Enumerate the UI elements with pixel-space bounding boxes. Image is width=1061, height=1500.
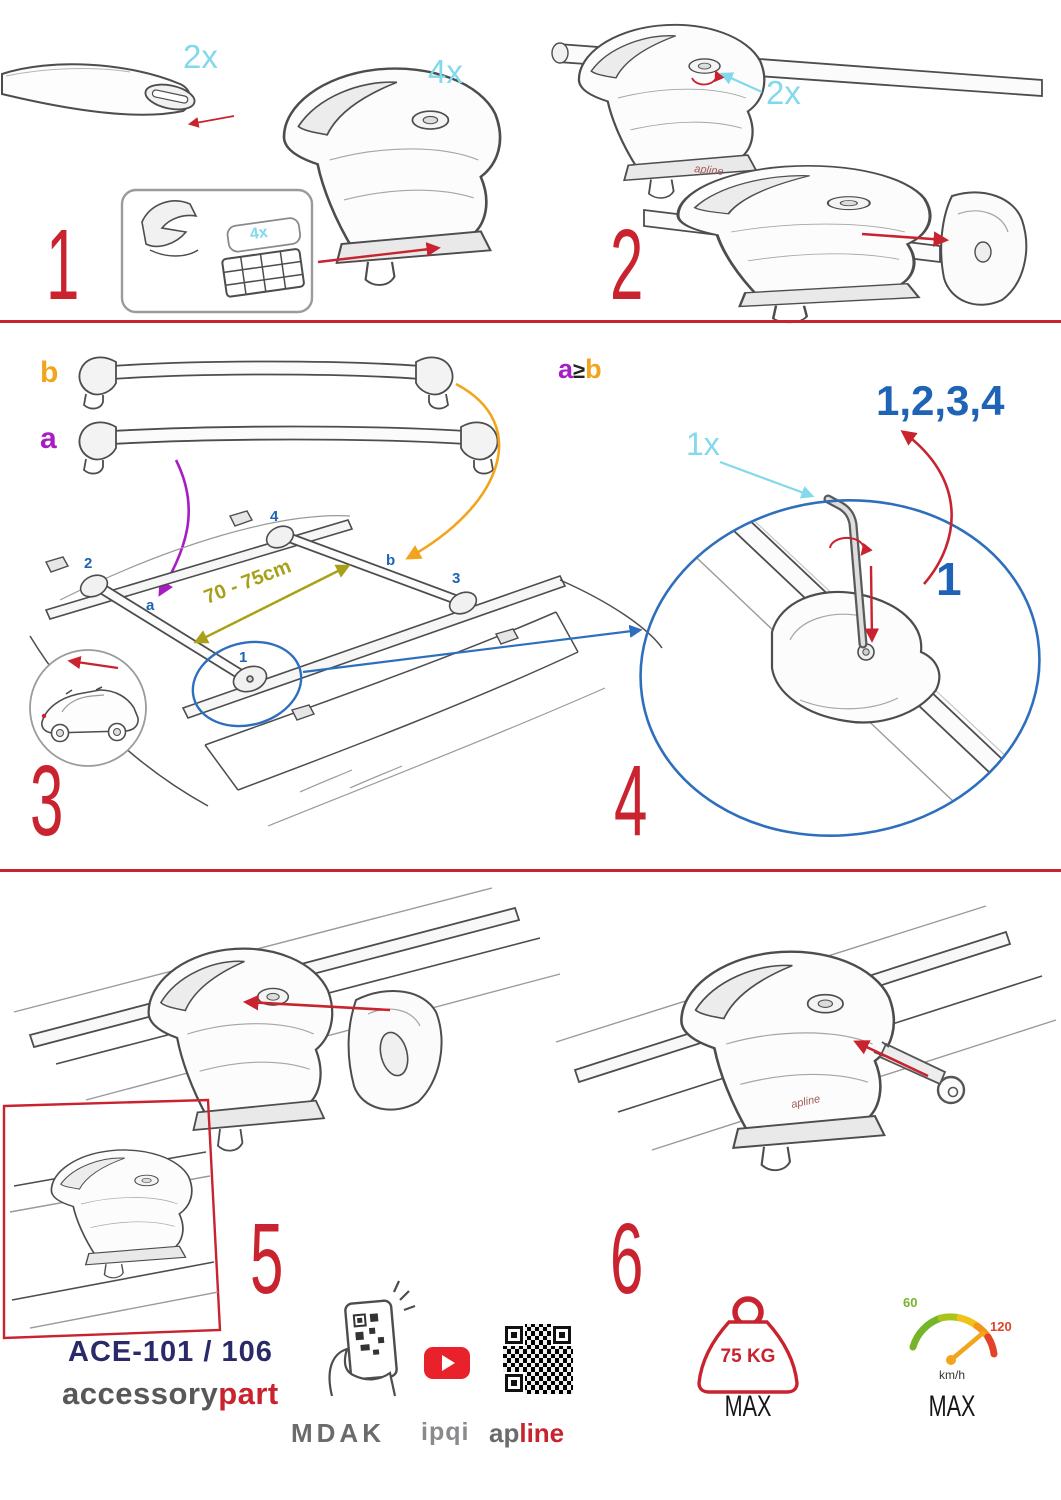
roof-pos-3: 3 [452,570,461,587]
travel-direction-arrow [67,655,119,670]
speed-unit: km/h [938,1368,965,1382]
key-insert-arrow [853,1040,929,1078]
step1-inset [120,188,314,314]
qr-finder-tr [553,1326,571,1344]
step5-number: 5 [250,1203,284,1315]
apline-logo: apline [489,1420,564,1446]
speed-high: 120 [990,1319,1012,1334]
lock-qty-arrow [719,72,763,94]
step5-inset [2,1098,222,1340]
section-divider-1 [0,320,1061,323]
step4-first-position: 1 [936,553,962,605]
step2-number: 2 [610,209,644,321]
qr-finder-bl [505,1374,523,1392]
cap-install-arrow [861,231,950,247]
step4-key-qty: 1x [686,426,720,462]
bar-a-front [78,421,499,475]
speed-max-label: MAX [928,1390,976,1423]
mdak-logo: MDAK [291,1418,385,1448]
brand-part: part [218,1376,279,1411]
bar-b-front [78,356,454,410]
bar-b-label: b [40,356,59,389]
bar-insert-arrow [187,115,235,128]
tighten-arrow [864,565,880,643]
step6-illustration: apline [555,905,1057,1172]
needle [948,1330,986,1363]
roof-pos-a: a [146,597,155,614]
tighten-sequence: 1,2,3,4 [876,377,1005,424]
car-direction-inset [29,649,147,767]
step1-illustration [0,63,502,314]
phone-scan-icon [328,1280,416,1397]
bar-b-position-arrow [405,382,501,560]
qr-code-icon [503,1324,573,1394]
brand-wordmark: accessorypart [62,1378,279,1409]
step1-number: 1 [46,209,80,321]
cover-cap [347,989,443,1111]
highlight-circle [191,640,303,728]
car-roof [29,510,663,827]
apline-line: line [519,1418,565,1448]
condition-b: b [585,354,602,384]
bar-a-label: a [40,422,57,455]
ipqi-logo: ipqi [421,1418,470,1446]
brand-accessory: accessory [62,1376,219,1411]
max-load-value: 75 KG [720,1346,776,1367]
step3-illustration [29,356,663,827]
step5-illustration [2,887,561,1340]
speedometer-icon [909,1313,998,1365]
crossbar [0,63,196,116]
sequence-arrow [900,430,953,585]
step6-number: 6 [610,1203,644,1315]
step4-number: 4 [614,745,648,857]
roof-pos-b: b [386,552,396,569]
cap-slide-arrow [242,994,391,1012]
zoom-arrow [302,624,643,674]
foot-brand-logo: apline [790,1093,821,1111]
speed-low: 60 [903,1295,918,1310]
roof-pos-2: 2 [84,555,93,572]
step2-illustration: apline [551,23,1043,324]
lock-key [873,1041,966,1105]
key-rotate-arrow [829,536,873,556]
key-qty-arrow [719,460,815,499]
step1-pad-qty: 4x [248,223,269,244]
step2-lock-qty: 2x [766,74,801,111]
condition-label: a≥b [558,356,602,383]
apline-ap: ap [489,1418,520,1448]
condition-operator: ≥ [573,358,586,383]
youtube-icon [424,1347,470,1379]
distance-arrow [193,564,351,644]
pad-install-arrow [317,242,441,264]
play-icon [442,1355,455,1371]
end-cap [940,191,1028,306]
roof-feet [79,525,478,693]
qr-finder-tl [505,1326,523,1344]
step1-foot-qty: 4x [428,53,463,90]
step4-zoom [639,430,1041,838]
foot-brand-logo: apline [694,163,724,178]
condition-a: a [558,354,574,384]
section-divider-2 [0,869,1061,872]
allen-key [823,494,868,649]
rail-cleats [44,510,520,721]
roof-pos-4: 4 [270,508,279,525]
model-number: ACE-101 / 106 [68,1336,273,1368]
zoom-ellipse [639,498,1041,838]
key-turn-arrow [691,70,725,86]
step1-bar-qty: 2x [183,38,218,75]
step3-number: 3 [30,745,64,857]
max-load-label: MAX [724,1390,772,1423]
weight-icon [697,1296,799,1394]
roof-pos-1: 1 [239,649,248,666]
